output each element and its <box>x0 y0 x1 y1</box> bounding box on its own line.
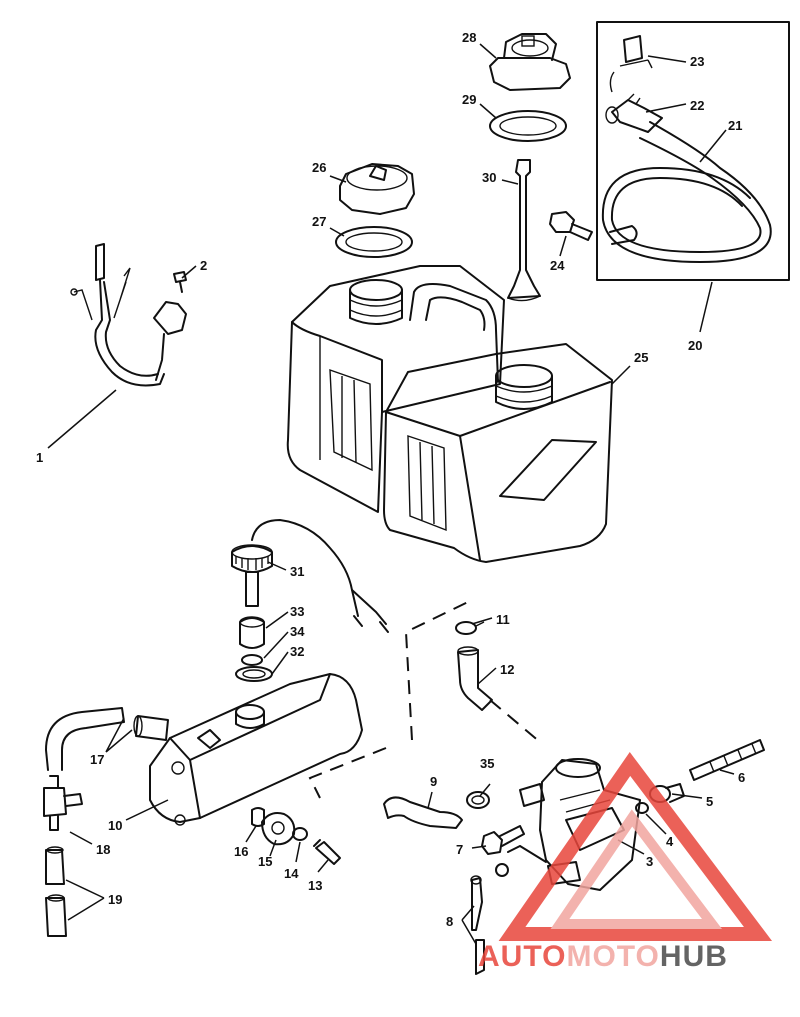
callout-14: 14 <box>284 866 299 881</box>
part-15-bushing <box>261 812 296 846</box>
callout-16: 16 <box>234 844 248 859</box>
callout-labels: 1 2 3 4 5 6 7 8 9 10 11 12 13 14 15 16 1… <box>36 30 745 929</box>
part-26-filler-cap <box>339 163 415 215</box>
part-33-spacer <box>239 616 265 649</box>
watermark-text-hub: HUB <box>660 940 728 973</box>
callout-13: 13 <box>308 878 322 893</box>
part-30-pickup-tube <box>507 159 541 302</box>
part-25-oil-tank <box>286 265 613 563</box>
callout-17: 17 <box>90 752 104 767</box>
callout-23: 23 <box>690 54 704 69</box>
part-24-fitting <box>549 211 593 241</box>
callout-20: 20 <box>688 338 702 353</box>
callout-32: 32 <box>290 644 304 659</box>
callout-34: 34 <box>290 624 305 639</box>
callout-7: 7 <box>456 842 463 857</box>
part-6-drive-shaft <box>689 739 765 781</box>
part-10-reservoir <box>149 673 363 826</box>
callout-11: 11 <box>496 612 510 627</box>
part-9-hose <box>383 796 463 829</box>
callout-6: 6 <box>738 770 745 785</box>
hose-routing-dashed-line <box>308 601 541 799</box>
part-8-link-rod <box>470 875 485 975</box>
kit-20-frame <box>596 21 790 281</box>
part-18-tee-fitting <box>43 775 83 831</box>
part-23-clip <box>609 35 653 93</box>
part-1-wiring-harness <box>70 243 187 387</box>
callout-33: 33 <box>290 604 304 619</box>
part-34-washer <box>241 654 263 666</box>
callout-9: 9 <box>430 774 437 789</box>
part-7-bolt <box>481 825 525 855</box>
part-19-hose-sections <box>45 846 67 937</box>
watermark-text-auto: AUTO <box>478 940 566 973</box>
part-14-washer <box>292 827 308 841</box>
watermark-logo: AUTOMOTOHUB <box>478 752 773 973</box>
callout-10: 10 <box>108 818 122 833</box>
callout-21: 21 <box>728 118 742 133</box>
part-29-gasket <box>489 110 567 142</box>
svg-text:AUTOMOTOHUB: AUTOMOTOHUB <box>478 940 728 973</box>
callout-19: 19 <box>108 892 122 907</box>
callout-26: 26 <box>312 160 326 175</box>
callout-28: 28 <box>462 30 476 45</box>
part-22-connector <box>605 93 663 133</box>
callout-18: 18 <box>96 842 110 857</box>
callout-29: 29 <box>462 92 476 107</box>
callout-35: 35 <box>480 756 494 771</box>
part-35-clamp <box>466 791 490 809</box>
part-17-hoses <box>45 707 169 771</box>
part-16-grommet <box>251 807 265 827</box>
callout-4: 4 <box>666 834 674 849</box>
callout-3: 3 <box>646 854 653 869</box>
part-28-gauge-cap <box>489 33 571 91</box>
watermark-text-moto: MOTO <box>566 940 659 973</box>
callout-2: 2 <box>200 258 207 273</box>
part-4-o-ring <box>635 802 649 814</box>
part-11-clamp <box>455 621 485 635</box>
part-2-screw <box>173 271 187 293</box>
part-21-hose <box>601 121 772 263</box>
callout-30: 30 <box>482 170 496 185</box>
callout-5: 5 <box>706 794 713 809</box>
part-31-sending-unit <box>231 519 389 633</box>
callout-25: 25 <box>634 350 648 365</box>
part-13-bolt <box>313 839 341 865</box>
callout-1: 1 <box>36 450 43 465</box>
callout-31: 31 <box>290 564 304 579</box>
callout-27: 27 <box>312 214 326 229</box>
part-27-gasket <box>335 226 413 258</box>
callout-15: 15 <box>258 854 272 869</box>
callout-22: 22 <box>690 98 704 113</box>
leader-lines <box>47 43 735 945</box>
callout-12: 12 <box>500 662 514 677</box>
part-12-hose <box>457 646 493 711</box>
part-32-gasket <box>235 666 273 682</box>
callout-24: 24 <box>550 258 565 273</box>
callout-8: 8 <box>446 914 453 929</box>
